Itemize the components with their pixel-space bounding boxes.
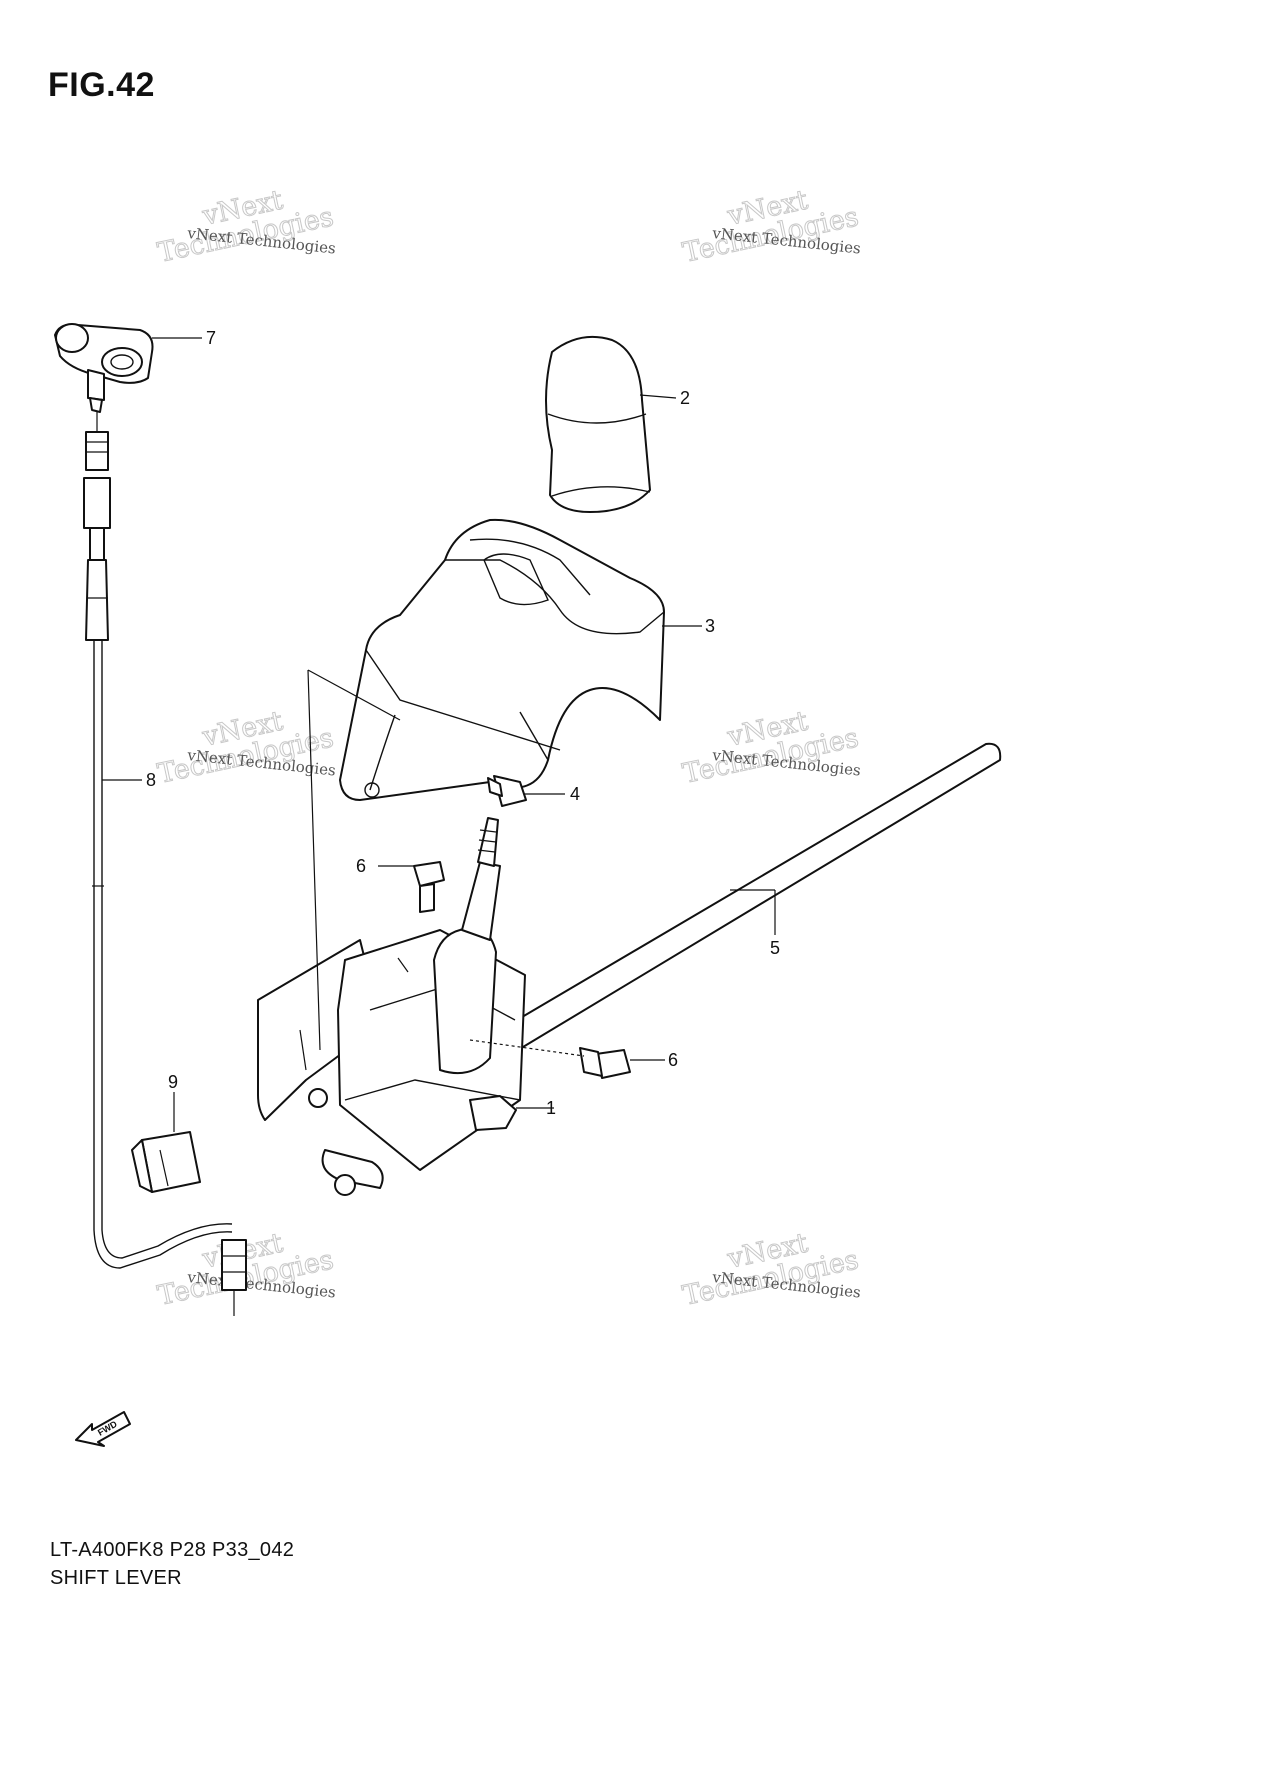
callout-9: 9 [168, 1072, 178, 1092]
fwd-arrow-icon: FWD [75, 1411, 131, 1447]
part-9-cable-clamp [131, 1131, 201, 1193]
part-3-shift-cover [339, 518, 665, 801]
part-2-shift-knob [545, 335, 651, 513]
watermark-top-left: vNext Technologies vNext Technologies [155, 184, 337, 269]
part-6-bolt-upper [413, 861, 445, 913]
callout-2: 2 [680, 388, 690, 408]
part-6-bolt-right [579, 1047, 631, 1079]
figure-caption: SHIFT LEVER [50, 1567, 182, 1589]
part-7-cable-fitting [54, 323, 154, 432]
callout-5: 5 [770, 938, 780, 958]
part-8-shift-cable [83, 431, 247, 1316]
callout-7: 7 [206, 328, 216, 348]
callout-6-upper: 6 [356, 856, 366, 876]
watermark-top-right: vNext Technologies vNext Technologies [680, 184, 862, 269]
watermark-mid-right: vNext Technologies vNext Technologies [680, 705, 862, 790]
callout-1: 1 [546, 1098, 556, 1118]
model-code: LT-A400FK8 P28 P33_042 [50, 1539, 295, 1561]
callout-4: 4 [570, 784, 580, 804]
callout-8: 8 [146, 770, 156, 790]
part-1-lever-assembly [257, 669, 526, 1196]
watermark-bottom-right: vNext Technologies vNext Technologies [680, 1227, 862, 1312]
figure-footer: LT-A400FK8 P28 P33_042 SHIFT LEVER [50, 1536, 294, 1592]
leader-lines [102, 337, 776, 1132]
part-4-bolt [487, 775, 527, 807]
callout-3: 3 [705, 616, 715, 636]
figure-title: FIG.42 [48, 66, 155, 104]
callout-6-right: 6 [668, 1050, 678, 1070]
